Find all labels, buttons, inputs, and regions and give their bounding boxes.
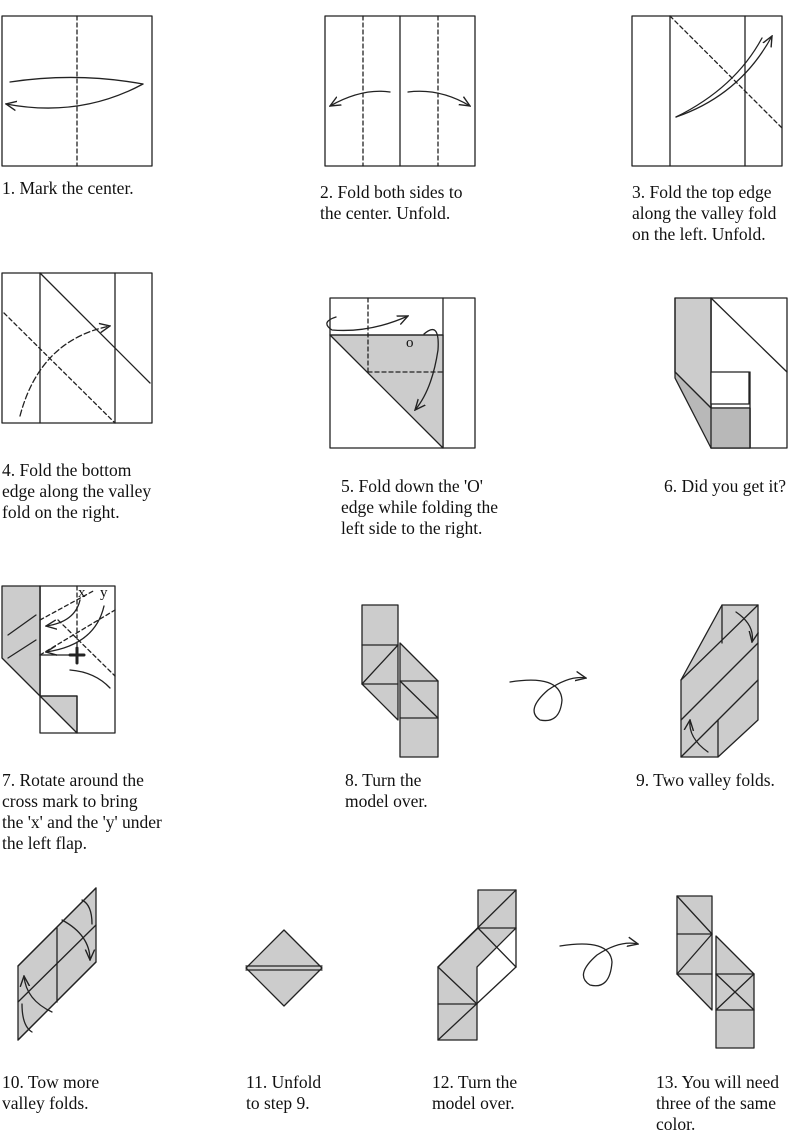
step-11-diagram	[245, 929, 323, 1007]
step-7-caption: 7. Rotate around the cross mark to bring…	[2, 770, 162, 853]
step-12-caption: 12. Turn the model over.	[432, 1072, 518, 1113]
step-10-diagram	[17, 887, 97, 1041]
step-5-caption: 5. Fold down the 'O' edge while folding …	[341, 476, 498, 538]
step-4-caption: 4. Fold the bottom edge along the valley…	[2, 460, 152, 522]
step-9-diagram	[680, 604, 758, 758]
step-8-caption: 8. Turn the model over.	[345, 770, 428, 811]
step-3-caption: 3. Fold the top edge along the valley fo…	[632, 182, 777, 244]
step-7-diagram	[1, 585, 116, 734]
step-13-caption: 13. You will need three of the same colo…	[656, 1072, 779, 1134]
step-6-caption: 6. Did you get it?	[664, 476, 786, 496]
step-8-diagram	[361, 604, 586, 758]
step-2-diagram	[324, 15, 476, 167]
step-4-diagram	[1, 272, 153, 424]
x-mark-label: x	[78, 585, 86, 601]
step-6-diagram	[674, 297, 788, 449]
step-12-diagram	[437, 889, 638, 1041]
step-3-diagram	[631, 15, 783, 167]
step-9-caption: 9. Two valley folds.	[636, 770, 775, 790]
step-13-diagram	[676, 895, 755, 1049]
step-2-caption: 2. Fold both sides to the center. Unfold…	[320, 182, 463, 223]
step-10-caption: 10. Tow more valley folds.	[2, 1072, 100, 1113]
step-1-diagram	[1, 15, 153, 167]
y-mark-label: y	[100, 585, 108, 601]
step-5-diagram	[326, 297, 476, 449]
o-mark-label: o	[406, 335, 414, 351]
step-1-caption: 1. Mark the center.	[2, 178, 134, 198]
step-11-caption: 11. Unfold to step 9.	[246, 1072, 322, 1113]
